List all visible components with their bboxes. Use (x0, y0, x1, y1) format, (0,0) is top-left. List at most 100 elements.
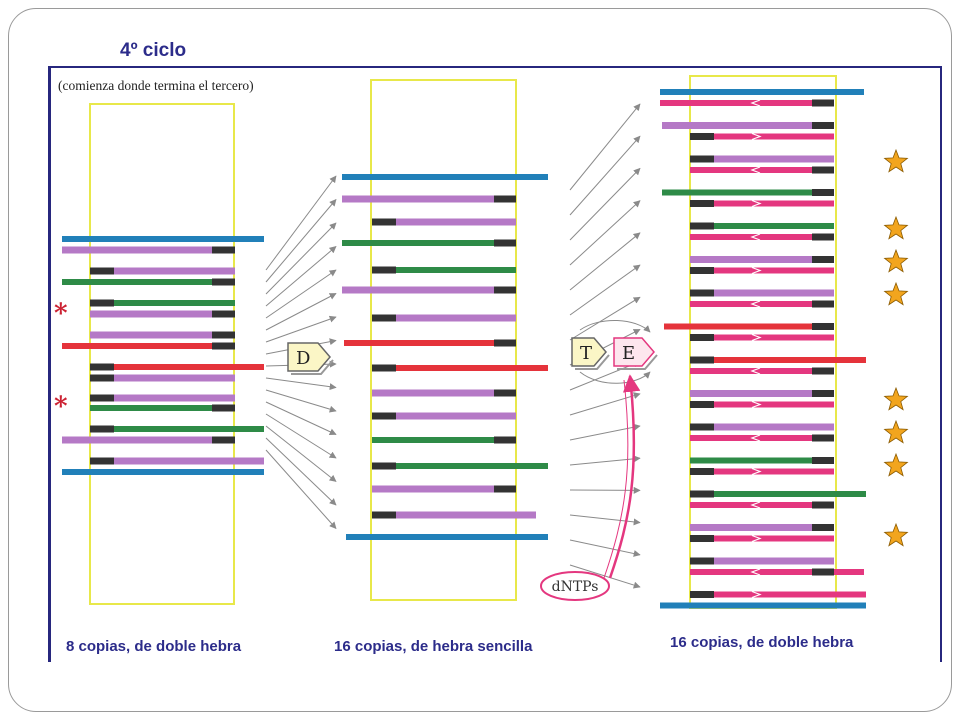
asterisk-mark: * (54, 392, 68, 422)
strand-violet (372, 511, 536, 519)
primer-segment (690, 557, 714, 565)
arrow-line (569, 167, 641, 241)
dntps-label: dNTPs (552, 579, 599, 595)
primer-segment (812, 390, 834, 397)
direction-arrow (750, 233, 761, 241)
primer-segment (812, 524, 834, 531)
strand-blue (660, 89, 864, 95)
arrow-line (265, 246, 337, 307)
page-title: 4º ciclo (120, 40, 187, 61)
primer-segment (812, 568, 834, 576)
strand-red (372, 365, 548, 371)
star-mark (883, 215, 909, 240)
star-mark (883, 522, 909, 547)
primer-segment (812, 256, 834, 263)
step-extend: E (613, 337, 658, 370)
direction-arrow (751, 333, 762, 342)
star-mark (883, 248, 909, 273)
primer-segment (90, 374, 114, 382)
strand-violet (90, 394, 235, 402)
strand-violet (90, 331, 235, 339)
strand-violet (690, 256, 834, 263)
primer-segment (812, 323, 834, 330)
arrow-line (265, 222, 337, 295)
step-label: E (622, 343, 635, 364)
step-label: D (296, 348, 310, 369)
arrow-line (265, 425, 337, 482)
arrow-line (569, 200, 641, 266)
strand-red (90, 364, 264, 370)
primer-segment (90, 457, 114, 465)
primer-segment (812, 300, 834, 308)
strand-green (372, 437, 516, 443)
direction-arrow (751, 534, 762, 543)
direction-arrow (750, 99, 761, 107)
primer-segment (372, 364, 396, 372)
dntps-arrow (608, 374, 641, 579)
strand-violet (662, 122, 834, 129)
primer-segment (494, 286, 516, 294)
strand-green (690, 223, 834, 229)
primer-segment (812, 434, 834, 442)
strand-blue (342, 174, 548, 180)
arrow-line (265, 175, 337, 271)
primer-segment (90, 394, 114, 402)
primer-segment (690, 133, 714, 140)
step-denature: D (287, 342, 334, 375)
direction-arrow (751, 266, 762, 275)
strand-violet (372, 389, 516, 397)
star-mark (883, 281, 909, 306)
strand-violet (90, 374, 235, 382)
strand-violet (62, 436, 235, 444)
strand-pink (690, 535, 834, 542)
strand-violet (372, 218, 516, 226)
arrow-curve (579, 319, 651, 333)
strand-violet (372, 412, 516, 420)
strand-pink (690, 435, 834, 441)
primer-segment (690, 356, 714, 364)
primer-segment (494, 339, 516, 347)
primer-segment (494, 389, 516, 397)
strand-blue (346, 534, 548, 540)
strand-violet (690, 524, 834, 531)
strand-green (372, 463, 548, 469)
direction-arrow (751, 400, 762, 409)
primer-segment (690, 401, 714, 408)
arrow-line (569, 423, 641, 441)
star-mark (883, 386, 909, 411)
strand-violet (62, 246, 235, 254)
strand-pink (690, 301, 834, 307)
direction-arrow (750, 300, 761, 308)
arrow-line (569, 514, 641, 526)
primer-segment (812, 99, 834, 107)
strand-violet (690, 423, 834, 431)
arrow-line (569, 232, 641, 291)
strand-red (62, 343, 235, 349)
primer-segment (212, 331, 235, 339)
step-label: T (580, 343, 592, 364)
strand-pink (690, 468, 834, 475)
direction-arrow (750, 434, 761, 442)
primer-segment (212, 342, 235, 350)
arrow-line (265, 293, 337, 331)
primer-segment (494, 195, 516, 203)
strand-pink (690, 502, 834, 508)
caption-middle: 16 copias, de hebra sencilla (334, 638, 533, 655)
arrow-line (265, 413, 337, 459)
primer-segment (690, 334, 714, 341)
strand-violet (90, 267, 235, 275)
primer-segment (690, 289, 714, 297)
strand-green (372, 267, 516, 273)
strand-violet (342, 195, 516, 203)
arrow-line (265, 315, 337, 343)
caption-right: 16 copias, de doble hebra (670, 634, 854, 651)
strand-violet (90, 457, 264, 465)
strand-blue (62, 469, 264, 475)
primer-segment (494, 485, 516, 493)
primer-segment (212, 310, 235, 318)
arrow-line (569, 135, 641, 216)
strand-violet (342, 286, 516, 294)
primer-segment (690, 155, 714, 163)
strand-violet (90, 310, 235, 318)
